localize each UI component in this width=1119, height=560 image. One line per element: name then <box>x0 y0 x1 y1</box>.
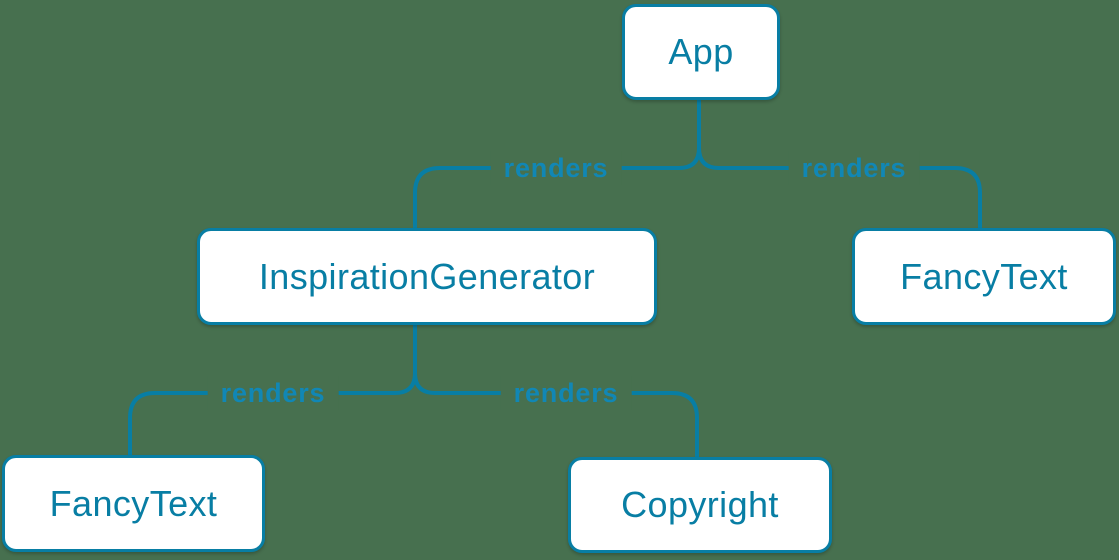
edge-label-renders: renders <box>500 376 632 410</box>
node-copyright: Copyright <box>568 457 832 553</box>
node-label: Copyright <box>621 484 779 525</box>
edge-label-renders: renders <box>788 151 920 185</box>
node-label: InspirationGenerator <box>258 255 596 297</box>
node-fancy-text-top: FancyText <box>852 228 1116 325</box>
edge-label-renders: renders <box>207 376 339 410</box>
node-app: App <box>622 4 780 100</box>
node-inspiration-generator: InspirationGenerator <box>197 228 657 325</box>
node-label: FancyText <box>900 255 1068 297</box>
node-label: FancyText <box>49 482 218 524</box>
edge-label-renders: renders <box>490 151 622 185</box>
node-label: App <box>668 31 734 72</box>
node-fancy-text-bottom: FancyText <box>2 455 265 552</box>
